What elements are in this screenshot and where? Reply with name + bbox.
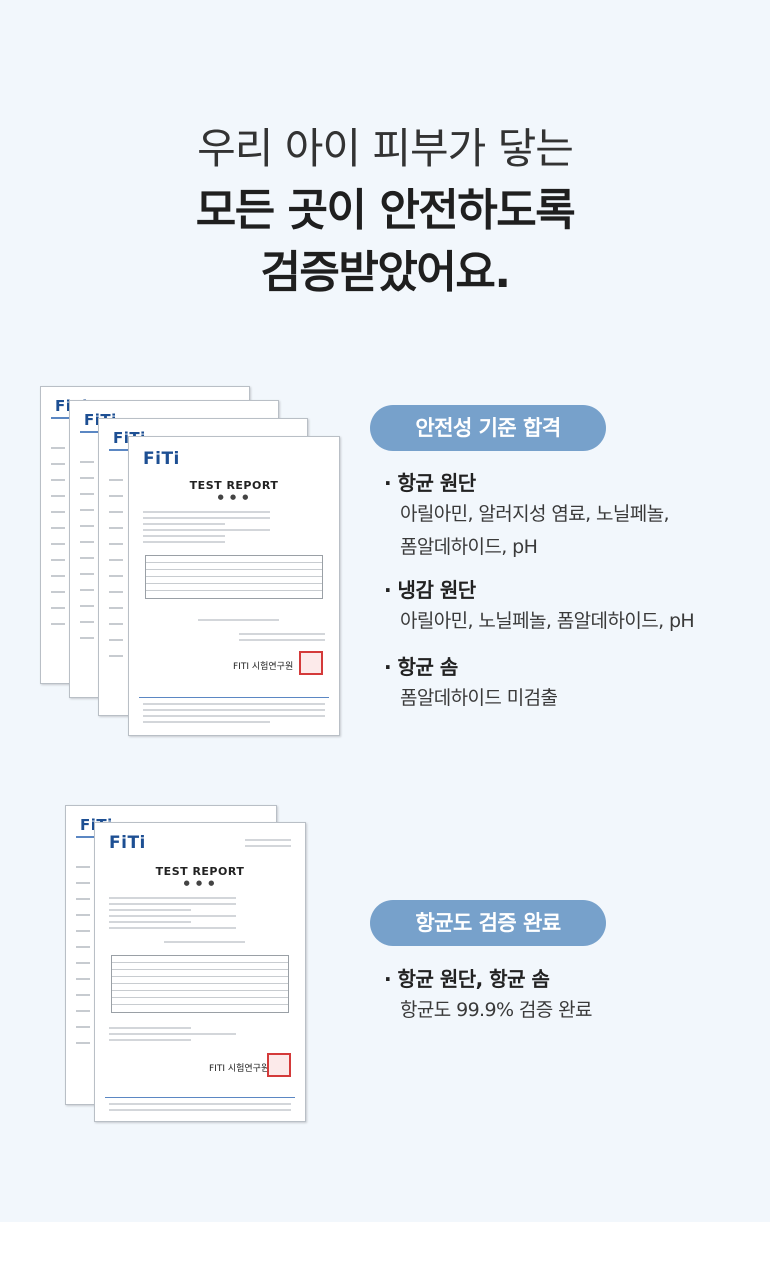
report-dots: ● ● ●	[183, 879, 217, 887]
report-dots: ● ● ●	[217, 493, 251, 501]
headline-line-1: 우리 아이 피부가 닿는	[197, 124, 574, 173]
institute-name: FITI 시험연구원	[209, 1064, 270, 1074]
headline: 우리 아이 피부가 닿는 모든 곳이 안전하도록 검증받았어요.	[0, 118, 770, 304]
item-title: · 항균 원단, 항균 솜	[384, 967, 550, 991]
certificate-page-front: FiTi TEST REPORT ● ● ● FITI 시험연구원	[94, 822, 306, 1122]
certificate-page-front: FiTi TEST REPORT ● ● ● FITI 시험연구원	[128, 436, 340, 736]
list-item: · 냉감 원단 아릴아민, 노닐페놀, 폼알데하이드, pH	[384, 575, 695, 638]
seal-stamp	[299, 651, 323, 675]
item-body: 아릴아민, 노닐페놀, 폼알데하이드, pH	[400, 610, 695, 632]
item-title: · 항균 원단	[384, 471, 476, 495]
fiti-logo: FiTi	[109, 833, 146, 853]
item-body: 아릴아민, 알러지성 염료, 노닐페놀,	[400, 503, 670, 525]
badge-antibacterial-verified: 항균도 검증 완료	[370, 900, 606, 946]
item-body: 항균도 99.9% 검증 완료	[400, 999, 592, 1021]
item-body: 폼알데하이드, pH	[400, 536, 538, 558]
seal-stamp	[267, 1053, 291, 1077]
list-item: · 항균 원단 아릴아민, 알러지성 염료, 노닐페놀, 폼알데하이드, pH	[384, 468, 670, 564]
institute-name: FITI 시험연구원	[233, 662, 294, 672]
item-body: 폼알데하이드 미검출	[400, 687, 558, 709]
item-title: · 항균 솜	[384, 655, 458, 679]
results-table	[111, 955, 289, 1013]
badge-safety-pass: 안전성 기준 합격	[370, 405, 606, 451]
list-item: · 항균 솜 폼알데하이드 미검출	[384, 652, 558, 715]
report-title: TEST REPORT	[189, 479, 279, 492]
report-title: TEST REPORT	[155, 865, 245, 878]
results-table	[145, 555, 323, 599]
fiti-logo: FiTi	[143, 449, 180, 469]
headline-line-2: 모든 곳이 안전하도록	[195, 185, 576, 236]
item-title: · 냉감 원단	[384, 578, 476, 602]
list-item: · 항균 원단, 항균 솜 항균도 99.9% 검증 완료	[384, 964, 592, 1027]
headline-line-3: 검증받았어요.	[260, 247, 511, 298]
